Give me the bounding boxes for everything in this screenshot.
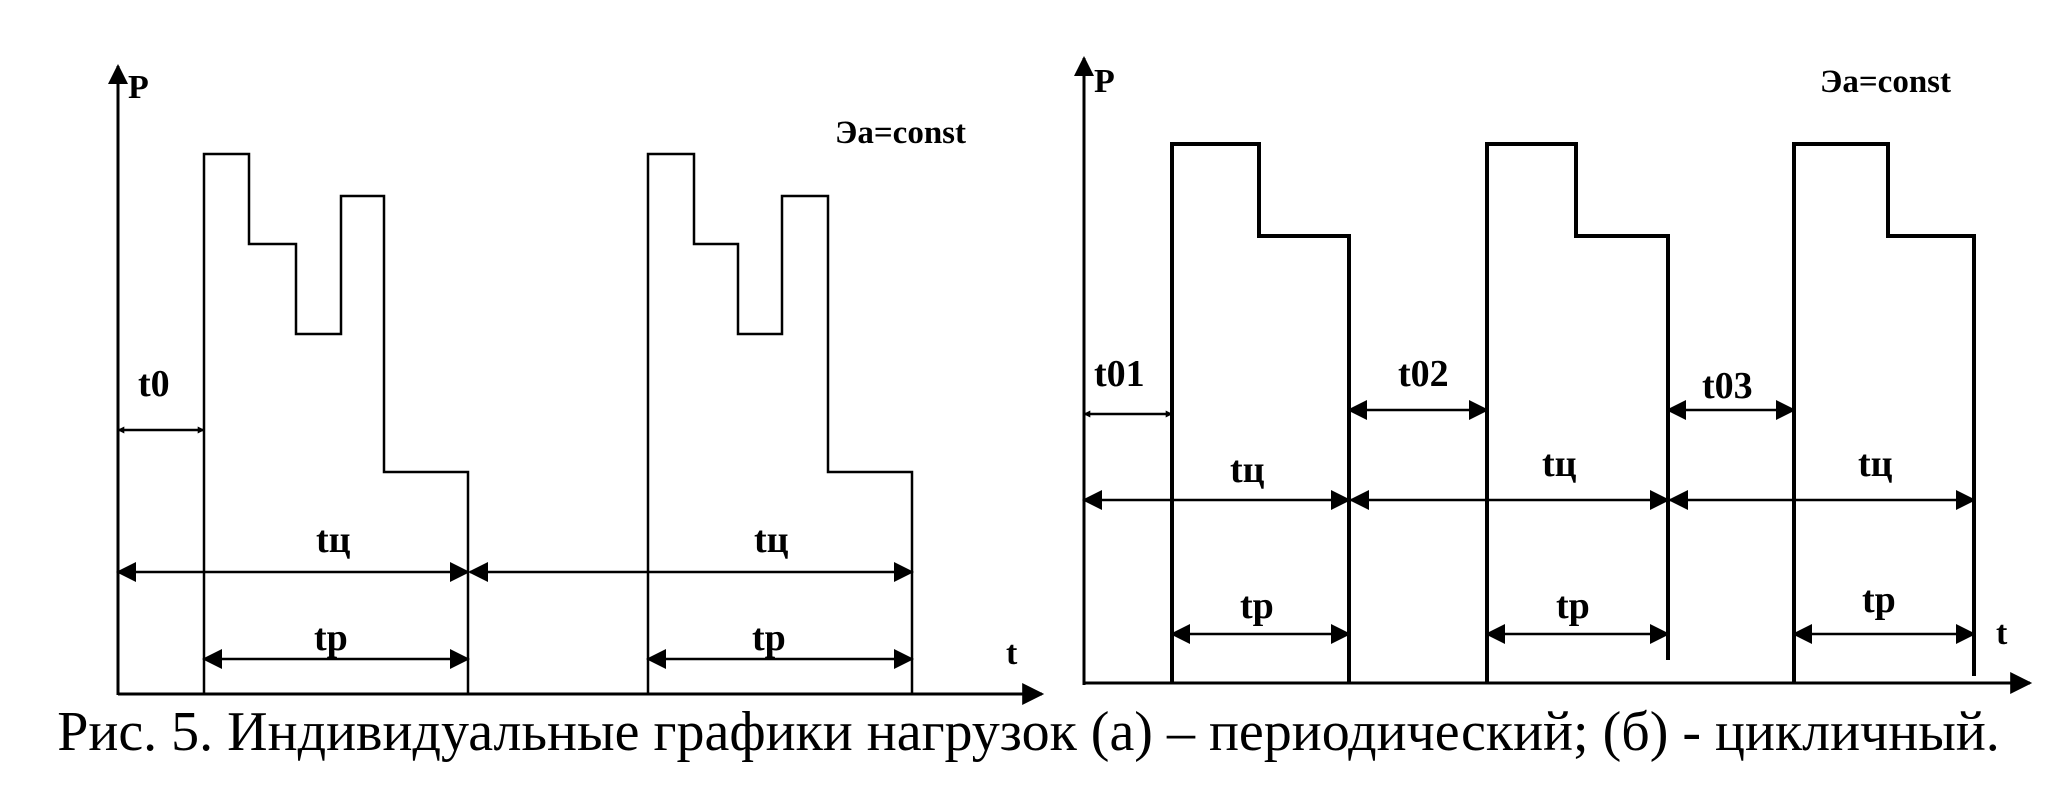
panel-b-const-note: Эа=const bbox=[1820, 64, 1951, 100]
panel-b-cycle-label-1: tц bbox=[1230, 449, 1265, 491]
panel-b-t02-label: t02 bbox=[1398, 353, 1449, 395]
panel-b-y-label: P bbox=[1094, 63, 1115, 100]
panel-a-work-label-2: tр bbox=[752, 617, 786, 659]
panel-a-t0-label: t0 bbox=[138, 363, 170, 405]
figure-caption: Рис. 5. Индивидуальные графики нагрузок … bbox=[57, 701, 2000, 763]
panel-a-const-note: Эа=const bbox=[835, 115, 966, 151]
panel-a-load-pulse-2 bbox=[646, 152, 914, 694]
panel-b-load-pulse-2 bbox=[1485, 142, 1670, 683]
panel-a-load-pulse-1 bbox=[202, 152, 470, 694]
panel-b-cycle-label-2: tц bbox=[1542, 443, 1577, 485]
panel-b-cycle-label-3: tц bbox=[1858, 443, 1893, 485]
panel-b-load-pulse-1 bbox=[1170, 142, 1351, 683]
panel-a-cycle-label-2: tц bbox=[754, 519, 789, 561]
panel-b-t01-label: t01 bbox=[1094, 353, 1145, 395]
panel-a-x-label: t bbox=[1006, 635, 1018, 672]
panel-b-work-label-1: tр bbox=[1240, 585, 1274, 627]
panel-b-x-label: t bbox=[1996, 615, 2008, 652]
panel-a-periodic: P t Эа=const t0 tц tц tр tр bbox=[108, 64, 1045, 705]
panel-b-work-label-3: tр bbox=[1862, 579, 1896, 621]
panel-a-cycle-label-1: tц bbox=[316, 519, 351, 561]
panel-b-cyclic: P t Эа=const t01 t02 t03 tц tц tц tр tр … bbox=[1074, 56, 2033, 694]
panel-a-work-label-1: tр bbox=[314, 617, 348, 659]
panel-b-work-label-2: tр bbox=[1556, 585, 1590, 627]
panel-b-t03-label: t03 bbox=[1702, 365, 1753, 407]
panel-a-y-label: P bbox=[128, 69, 149, 106]
panel-b-load-pulse-3 bbox=[1792, 142, 1976, 683]
